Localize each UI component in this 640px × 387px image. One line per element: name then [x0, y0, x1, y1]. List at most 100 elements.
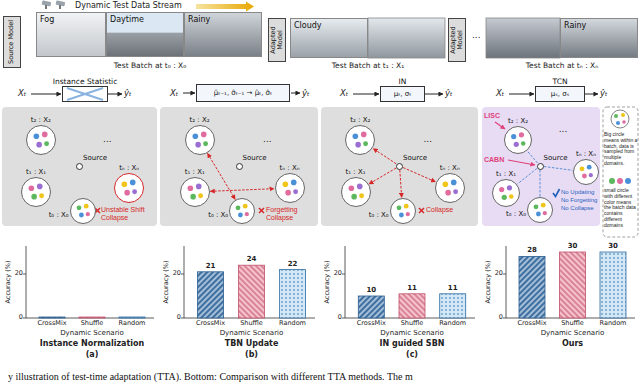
flow-arrow	[183, 93, 195, 94]
domain-dot	[521, 141, 526, 146]
domain-dot	[348, 185, 354, 191]
success-note: No Updating	[561, 189, 594, 196]
domain-dot	[36, 142, 42, 148]
domain-dots	[528, 198, 552, 222]
batch-label: t₀ : X₀	[369, 211, 389, 219]
ellipsis: ...	[472, 30, 481, 41]
fail-mark	[419, 208, 424, 213]
tick-label: 20	[15, 270, 23, 278]
domain-dot	[130, 180, 136, 186]
chart-axis	[23, 318, 26, 319]
tick-label: 20	[334, 270, 342, 278]
domain-dot	[76, 205, 81, 210]
domain-dot	[396, 205, 401, 210]
source-point: Source	[76, 163, 83, 170]
axis-title: Accuracy (%)	[324, 261, 332, 304]
condition-name: Fog	[40, 15, 54, 25]
category-label: CrossMix	[37, 320, 66, 328]
condition-name: Cloudy	[294, 21, 322, 31]
bar-value: 28	[527, 246, 537, 254]
domain-dot	[122, 181, 128, 187]
category-label: Random	[279, 320, 306, 328]
source-point: Source	[537, 163, 544, 170]
chart-bar	[39, 317, 65, 318]
batch-label: tₙ : Xₙ	[440, 164, 460, 172]
box-heading: IN	[399, 77, 407, 86]
fail-mark	[259, 208, 264, 213]
domain-dot	[132, 189, 137, 194]
domain-dot	[85, 212, 89, 216]
flow-arrow	[31, 94, 61, 95]
domain-dot	[293, 189, 298, 194]
domain-dot	[507, 185, 512, 190]
domain-dot	[453, 189, 458, 194]
batch-label: tₙ : Xₙ	[119, 164, 139, 172]
batch-label: t₁ : X₁	[496, 170, 516, 178]
category-label: CrossMix	[517, 320, 546, 328]
stream-arrow	[196, 2, 254, 12]
domain-dots	[115, 174, 143, 202]
domain-circle: tₙ : Xₙ	[573, 159, 599, 185]
statistic-text: μₜ, σₜ	[394, 90, 411, 98]
input-symbol: Xₜ	[170, 88, 178, 98]
chart-title: Ours	[562, 339, 583, 349]
ellipsis: ...	[424, 134, 433, 145]
output-symbol: ŷₜ	[124, 88, 132, 98]
chart-axis	[26, 246, 154, 318]
domain-dot	[451, 180, 457, 186]
model-box: Adapted Model	[268, 18, 286, 62]
success-note: No Forgetting	[561, 197, 597, 204]
chart-axis	[503, 274, 506, 275]
tick-label: 20	[495, 270, 503, 278]
domain-dot	[356, 142, 362, 148]
legend-icon	[621, 113, 625, 117]
domain-dot	[192, 133, 198, 139]
tick-label: 20	[173, 270, 181, 278]
panel-ground	[2, 107, 157, 226]
chart-bar	[600, 252, 626, 318]
domain-dot	[363, 141, 368, 146]
domain-dot	[499, 187, 504, 192]
legend-text: Big circle means within a batch, data is…	[604, 132, 638, 167]
bar-value: 11	[448, 284, 458, 292]
domain-dot	[187, 185, 193, 191]
domain-dot	[37, 184, 43, 190]
batch-caption: Test Batch at t₁ : X₁	[332, 61, 404, 70]
chart-bar	[358, 296, 384, 318]
domain-circle: t₁ : X₁	[180, 177, 210, 207]
panel-ground	[603, 107, 638, 237]
bar-value: 30	[608, 242, 618, 250]
domain-dot	[511, 134, 516, 139]
cross-mark	[67, 88, 103, 100]
category-label: Random	[439, 320, 466, 328]
statistic-text: μ̂ₜ₋₁, σ̂ₜ₋₁ → μ̂ₜ, σ̂ₜ	[214, 89, 272, 97]
domain-dot	[243, 204, 248, 209]
domain-dot	[245, 212, 249, 216]
chart-axis	[181, 274, 184, 275]
batch-label: t₀ : X₀	[208, 211, 228, 219]
axis-title: Dynamic Scenario	[60, 329, 124, 337]
axis-title: Dynamic Scenario	[220, 329, 284, 337]
category-label: Shuffle	[240, 320, 263, 328]
batch-label: Source	[544, 154, 568, 162]
domain-circle: t₁ : X₁	[341, 177, 371, 207]
input-symbol: Xₜ	[18, 88, 26, 98]
statistic-box: Instance Statistic	[62, 86, 108, 102]
domain-dot	[44, 141, 49, 146]
ellipsis: ...	[263, 134, 272, 145]
batch-label: tₙ : Xₙ	[576, 150, 596, 158]
fail-mark	[259, 208, 264, 213]
bar-value: 30	[568, 242, 578, 250]
domain-dot	[33, 133, 39, 139]
domain-circle: t₀ : X₀	[70, 198, 96, 224]
axis-title: Accuracy (%)	[485, 261, 493, 304]
chart-bar	[560, 252, 586, 318]
bar-value: 22	[288, 260, 298, 268]
domain-dot	[399, 213, 404, 218]
batch-label: t₂ : X₂	[350, 116, 370, 124]
chart-bar	[79, 317, 105, 318]
connector	[400, 170, 402, 198]
connector	[369, 168, 396, 184]
statistic-text: μₛ, σₛ	[551, 90, 570, 98]
domain-dot	[405, 212, 409, 216]
